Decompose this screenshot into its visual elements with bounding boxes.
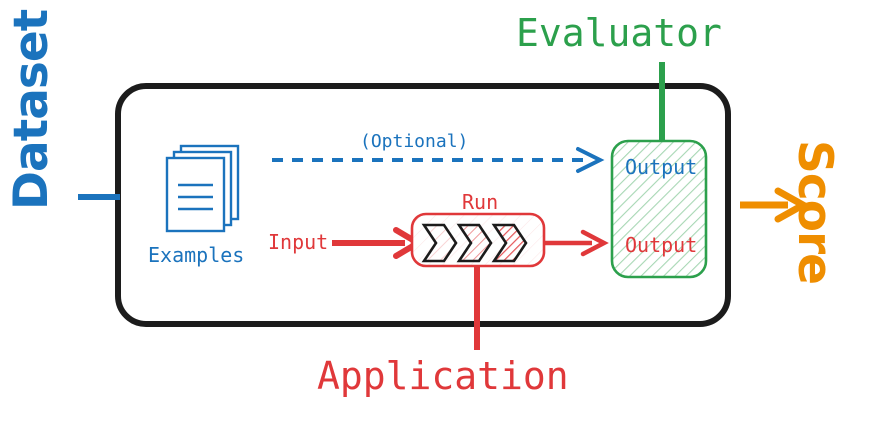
examples-label: Examples xyxy=(148,243,245,267)
application-label: Application xyxy=(317,354,569,398)
output-evaluator-label: Output xyxy=(625,155,698,179)
run-to-output-arrow xyxy=(544,229,609,257)
chevron-icon-2 xyxy=(456,223,493,263)
system-boundary-box xyxy=(115,83,731,327)
run-label: Run xyxy=(462,190,499,214)
chevron-icon-3 xyxy=(491,223,528,263)
score-arrow xyxy=(740,187,811,223)
dataset-label: Dataset xyxy=(4,9,59,210)
output-box xyxy=(610,139,708,279)
optional-dashed-arrow xyxy=(272,147,605,173)
optional-label: (Optional) xyxy=(360,131,469,152)
input-arrow xyxy=(332,227,424,259)
output-application-label: Output xyxy=(625,233,698,257)
chevron-icon-1 xyxy=(421,223,458,263)
evaluator-label: Evaluator xyxy=(516,11,722,55)
chevron-icons-group xyxy=(421,223,528,263)
input-label: Input xyxy=(268,230,329,254)
score-label: Score xyxy=(787,140,842,285)
examples-document-stack-icon xyxy=(165,144,240,233)
